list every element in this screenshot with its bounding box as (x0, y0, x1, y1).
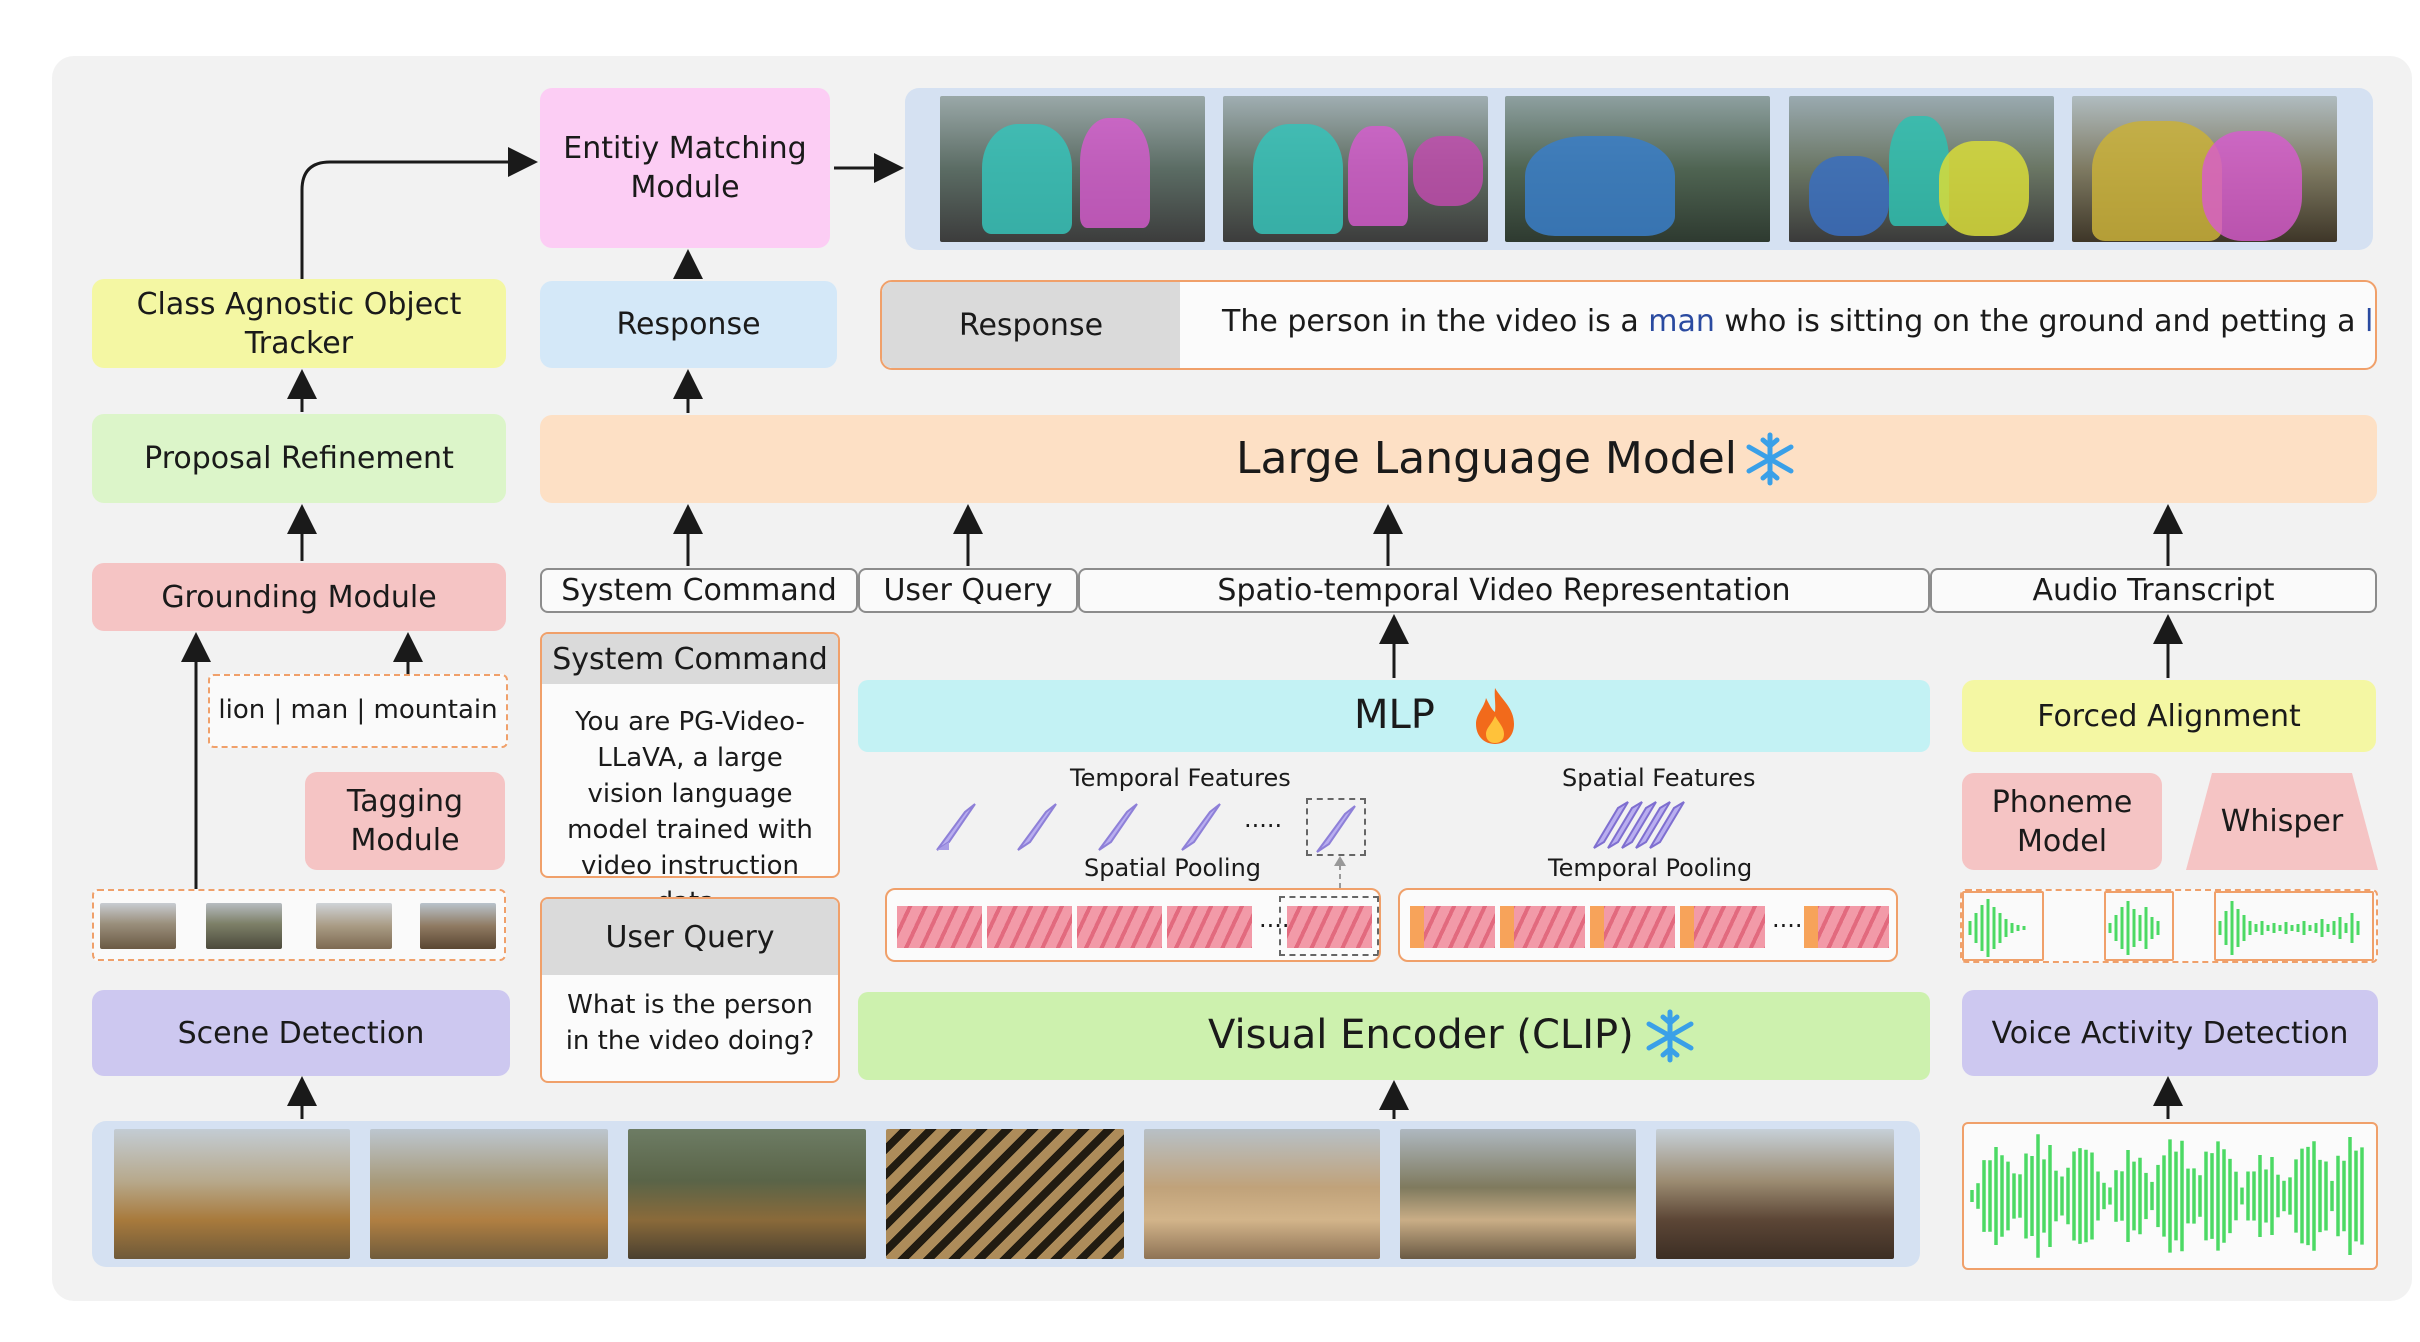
spatial-feature-stack (1593, 801, 1685, 849)
keyframe-thumbnail (206, 903, 282, 949)
input-video-strip (92, 1121, 1920, 1267)
response-label: Response (882, 282, 1180, 368)
system-command-card: System Command You are PG-Video-LLaVA, a… (540, 632, 840, 917)
temporal-token (1181, 803, 1221, 851)
whisper-shape (2186, 773, 2378, 870)
tagging-module: Tagging Module (305, 772, 505, 870)
keyframe-thumbnail (100, 903, 176, 949)
video-frame (1656, 1129, 1894, 1259)
input-audio-waveform (1962, 1122, 2378, 1270)
spatial-pooling-label: Spatial Pooling (1084, 854, 1262, 882)
voice-activity-detection: Voice Activity Detection (1962, 990, 2378, 1076)
voice-segment (2104, 891, 2174, 961)
temporal-features-label: Temporal Features (1070, 764, 1291, 792)
temporal-pool-ellipsis: ····· (1772, 912, 1811, 940)
temporal-token (1017, 803, 1057, 851)
proposal-refinement: Proposal Refinement (92, 414, 506, 503)
spatial-features-label: Spatial Features (1562, 764, 1756, 792)
temporal-token (1316, 805, 1356, 853)
arrow-tracker-to-matching (300, 147, 538, 279)
video-frame (114, 1129, 350, 1259)
feature-block (897, 906, 982, 948)
voice-segments-strip (1960, 889, 2378, 963)
voice-segment (1962, 891, 2044, 961)
mlp-label: MLP (1354, 692, 1435, 738)
feature-block (1410, 906, 1495, 948)
temporal-pooling-label: Temporal Pooling (1548, 854, 1753, 882)
feature-block (1590, 906, 1675, 948)
response-text-mid: who is sitting on the ground and petting… (1714, 304, 2365, 339)
keyframe-thumbnail (316, 903, 392, 949)
tag-list: lion | man | mountain (208, 674, 508, 748)
response-text: The person in the video is a man who is … (1222, 304, 2375, 339)
segmented-frame (2072, 96, 2337, 242)
video-frame (628, 1129, 866, 1259)
temporal-token (1098, 803, 1138, 851)
mlp: MLP (858, 680, 1930, 752)
user-query-input: User Query (858, 568, 1078, 613)
segmented-frame (940, 96, 1205, 242)
response-output: Response The person in the video is a ma… (880, 280, 2377, 370)
scene-detection: Scene Detection (92, 990, 510, 1076)
response-text-pre: The person in the video is a (1222, 304, 1649, 339)
video-frame (1144, 1129, 1380, 1259)
system-command-title: System Command (542, 634, 838, 684)
feature-block (1500, 906, 1585, 948)
feature-block (1167, 906, 1252, 948)
system-command-body: You are PG-Video-LLaVA, a large vision l… (567, 707, 813, 917)
frame-features-temporal-pooling: ····· (1398, 888, 1898, 962)
entity-matching-module: Entitiy Matching Module (540, 88, 830, 248)
keyframe-thumbnail (420, 903, 496, 949)
forced-alignment: Forced Alignment (1962, 680, 2376, 752)
segmented-frame (1505, 96, 1770, 242)
user-query-card: User Query What is the person in the vid… (540, 897, 840, 1083)
spatio-temporal-input: Spatio-temporal Video Representation (1078, 568, 1930, 613)
audio-transcript-input: Audio Transcript (1930, 568, 2377, 613)
whisper-model: Whisper (2186, 773, 2378, 870)
segmented-frame (1789, 96, 2054, 242)
feature-block (1680, 906, 1765, 948)
grounding-module: Grounding Module (92, 563, 506, 631)
snowflake-icon (1646, 1009, 1694, 1063)
system-command-input: System Command (540, 568, 858, 613)
user-query-body: What is the person in the video doing? (565, 990, 815, 1056)
video-frame (886, 1129, 1124, 1259)
frame-features-spatial-pooling: ····· (885, 888, 1381, 962)
response-entity-man: man (1648, 304, 1715, 339)
large-language-model: Large Language Model (540, 415, 2377, 503)
response-entity-lion: lion (2365, 304, 2375, 339)
whisper-label: Whisper (2220, 804, 2344, 839)
feature-block (987, 906, 1072, 948)
audio-waveform (1970, 1134, 2364, 1258)
voice-segment (2214, 891, 2374, 961)
keyframe-strip (92, 889, 506, 961)
phoneme-model: Phoneme Model (1962, 773, 2162, 870)
feature-block (1287, 906, 1372, 948)
segmented-frame (1223, 96, 1488, 242)
video-frame (370, 1129, 608, 1259)
temporal-ellipsis: ····· (1244, 812, 1283, 840)
segment-waveform (1968, 899, 2360, 957)
visual-encoder: Visual Encoder (CLIP) (858, 992, 1930, 1080)
response-box: Response (540, 281, 837, 368)
segmentation-output-strip (905, 88, 2373, 250)
user-query-title: User Query (542, 899, 838, 975)
feature-block (1804, 906, 1889, 948)
feature-block (1077, 906, 1162, 948)
feature-block-highlight (1279, 896, 1379, 956)
temporal-token-highlight (1306, 798, 1366, 856)
video-frame (1400, 1129, 1636, 1259)
temporal-token (936, 803, 976, 851)
fire-icon (1476, 688, 1514, 744)
snowflake-icon (1746, 432, 1794, 486)
visual-encoder-label: Visual Encoder (CLIP) (1208, 1012, 1634, 1058)
class-agnostic-object-tracker: Class Agnostic Object Tracker (92, 279, 506, 368)
llm-label: Large Language Model (1236, 433, 1738, 484)
